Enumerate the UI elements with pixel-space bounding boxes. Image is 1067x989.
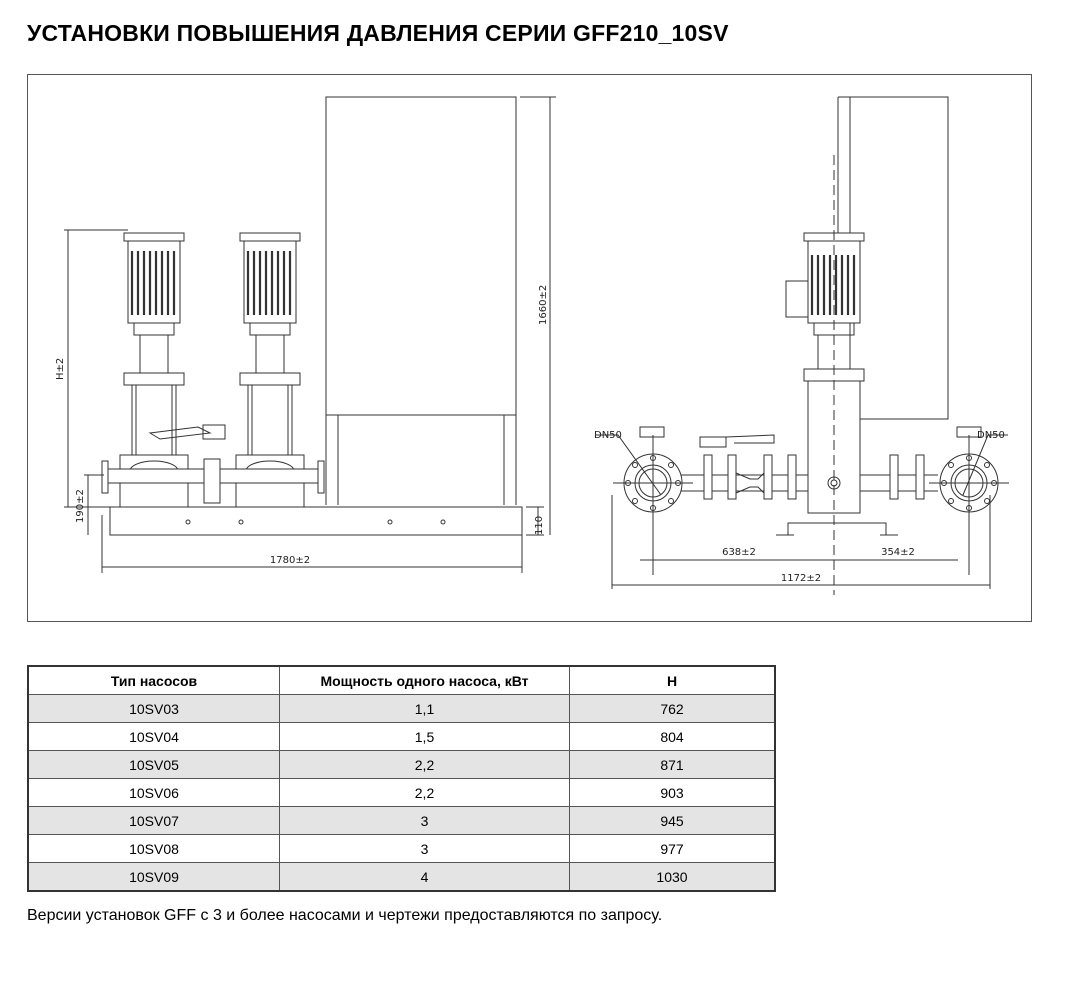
height-label: H±2	[55, 358, 66, 380]
dn-right-label: DN50	[977, 430, 1005, 441]
front-view: H±2 190±2 1780±2 1660±2 110	[55, 96, 556, 573]
dim-left-label: 638±2	[722, 547, 756, 558]
control-cabinet	[325, 96, 517, 416]
cell-h: 804	[569, 722, 776, 751]
cabinet-height-label: 1660±2	[538, 285, 549, 325]
cell-pump-type: 10SV04	[27, 722, 280, 751]
cell-power: 4	[279, 862, 570, 892]
cell-power: 1,5	[279, 722, 570, 751]
side-cabinet	[849, 96, 949, 420]
cell-h: 945	[569, 806, 776, 835]
pump-spec-table: Тип насосов Мощность одного насоса, кВт …	[27, 665, 776, 892]
pump-2	[235, 232, 305, 508]
cell-pump-type: 10SV08	[27, 834, 280, 863]
cell-h: 1030	[569, 862, 776, 892]
length-label: 1780±2	[270, 555, 310, 566]
inlet-height-label: 190±2	[75, 489, 86, 523]
technical-drawing: H±2 190±2 1780±2 1660±2 110	[27, 74, 1032, 622]
table-header-row: Тип насосов Мощность одного насоса, кВт …	[27, 665, 776, 695]
footnote: Версии установок GFF с 3 и более насосам…	[27, 907, 663, 924]
cell-power: 1,1	[279, 694, 570, 723]
cell-pump-type: 10SV07	[27, 806, 280, 835]
cell-h: 977	[569, 834, 776, 863]
base-frame	[109, 506, 523, 536]
header-pump-type: Тип насосов	[27, 665, 280, 695]
cell-power: 2,2	[279, 750, 570, 779]
cell-power: 3	[279, 834, 570, 863]
cell-h: 762	[569, 694, 776, 723]
header-power: Мощность одного насоса, кВт	[279, 665, 570, 695]
cell-h: 871	[569, 750, 776, 779]
pump-1	[119, 232, 189, 508]
cell-power: 3	[279, 806, 570, 835]
cell-pump-type: 10SV05	[27, 750, 280, 779]
cell-pump-type: 10SV09	[27, 862, 280, 892]
flange-right	[929, 426, 1009, 575]
dim-right-label: 354±2	[881, 547, 915, 558]
cell-h: 903	[569, 778, 776, 807]
base-height-label: 110	[534, 516, 545, 535]
cell-pump-type: 10SV06	[27, 778, 280, 807]
cell-power: 2,2	[279, 778, 570, 807]
header-h: H	[569, 665, 776, 695]
flange-left	[596, 426, 693, 575]
page-title: УСТАНОВКИ ПОВЫШЕНИЯ ДАВЛЕНИЯ СЕРИИ GFF21…	[27, 20, 729, 46]
total-width-label: 1172±2	[781, 573, 821, 584]
side-view: DN50 DN50 638±2 354±2 1172±2	[594, 96, 1009, 595]
dn-left-label: DN50	[594, 430, 622, 441]
cell-pump-type: 10SV03	[27, 694, 280, 723]
